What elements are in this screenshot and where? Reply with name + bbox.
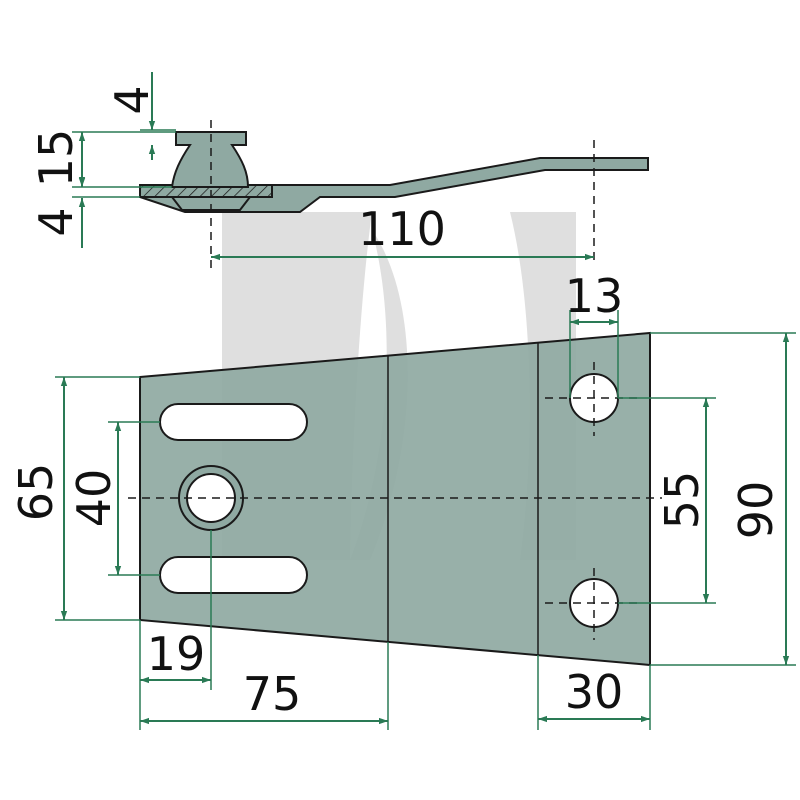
dim-label-65: 65	[9, 463, 63, 522]
dim-label-55: 55	[655, 471, 709, 530]
lower-slot	[159, 556, 308, 594]
dim-label-13: 13	[565, 269, 624, 323]
dimension-65: 65	[9, 376, 140, 621]
bracket-side-view	[139, 120, 649, 270]
dim-label-30: 30	[565, 665, 624, 719]
upper-slot	[159, 403, 308, 441]
dim-label-19: 19	[147, 627, 206, 681]
bolt-head	[170, 131, 250, 188]
dimension-90: 90	[650, 332, 796, 666]
dimension-15: 15	[29, 129, 176, 188]
dimension-75: 75	[140, 642, 389, 730]
bracket-plate-front-view	[128, 331, 662, 667]
side-plate-profile	[139, 157, 649, 213]
dimension-top-4: 4	[105, 72, 176, 160]
dimension-lower-4: 4	[29, 160, 140, 248]
bolt-nut-underside	[169, 196, 253, 211]
dimension-40: 40	[67, 421, 160, 576]
dim-label-40: 40	[67, 469, 121, 528]
dim-label-4-top: 4	[105, 85, 159, 114]
dim-label-15: 15	[29, 129, 83, 188]
dimension-55: 55	[618, 397, 716, 604]
dimension-30: 30	[537, 655, 651, 730]
dim-label-110: 110	[358, 202, 446, 256]
dimension-110: 110	[211, 202, 594, 261]
dim-label-75: 75	[243, 667, 302, 721]
dimension-19: 19	[139, 530, 212, 730]
dim-label-90: 90	[729, 481, 783, 540]
dimension-13: 13	[565, 269, 624, 398]
dim-label-4-lower: 4	[29, 207, 83, 236]
